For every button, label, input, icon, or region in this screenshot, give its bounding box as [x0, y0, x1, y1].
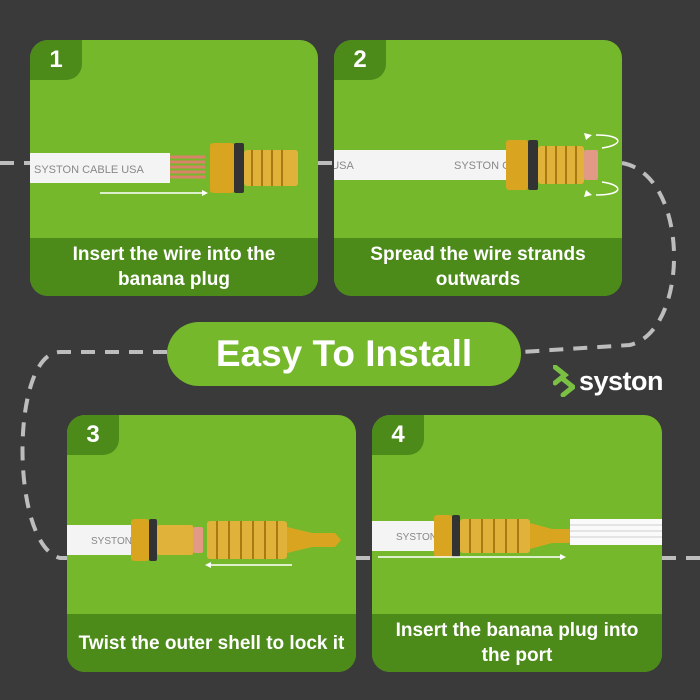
step-card-3: SYSTON CABLE USA 3 Twist the outer shell…	[67, 415, 356, 672]
step-card-1: SYSTON CABLE USA 1 Insert the wire into …	[30, 40, 318, 296]
step-number: 2	[334, 40, 386, 80]
step-number: 4	[372, 415, 424, 455]
brand-logo: syston	[553, 365, 664, 397]
step-number: 1	[30, 40, 82, 80]
step-4-illustration: SYSTON CABLE USA	[372, 515, 662, 560]
step-number: 3	[67, 415, 119, 455]
step-card-4: SYSTON CABLE USA 4 Insert the banana plu…	[372, 415, 662, 672]
step-caption: Spread the wire strands outwards	[334, 238, 622, 296]
headline-pill: Easy To Install	[167, 322, 521, 386]
syston-s-icon	[553, 365, 575, 397]
cable-text: SYSTON CABLE USA	[334, 160, 354, 172]
step-caption: Insert the banana plug into the port	[372, 614, 662, 672]
step-caption: Twist the outer shell to lock it	[67, 614, 356, 672]
brand-name: syston	[579, 365, 664, 396]
step-card-2: SYSTON CABLE USA SYSTON CABLE USA 2 Spre…	[334, 40, 622, 296]
cable-text: SYSTON CABLE USA	[34, 164, 144, 176]
step-3-illustration: SYSTON CABLE USA	[67, 519, 341, 568]
step-2-illustration: SYSTON CABLE USA SYSTON CABLE USA	[334, 133, 619, 197]
step-caption: Insert the wire into the banana plug	[30, 238, 318, 296]
step-1-illustration: SYSTON CABLE USA	[30, 143, 298, 196]
